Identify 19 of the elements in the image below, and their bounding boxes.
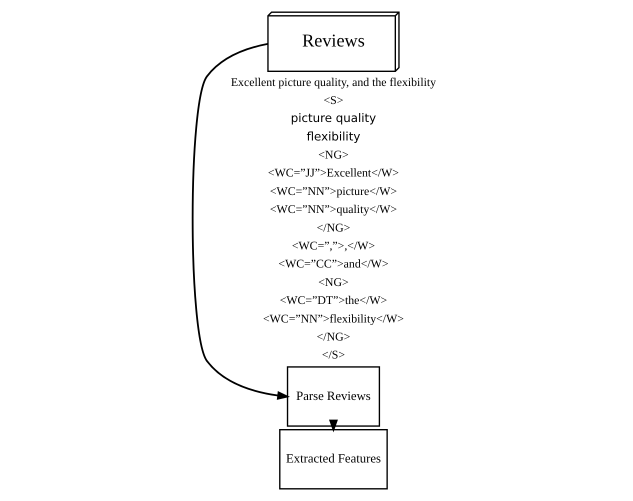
label: <WC=”NN”>flexibility</W> — [263, 311, 404, 326]
label: flexibility — [306, 129, 360, 144]
label: picture quality — [290, 111, 376, 126]
label: <S> — [324, 92, 344, 107]
label: <WC=”NN”>picture</W> — [270, 184, 398, 198]
arrow — [192, 43, 290, 400]
label: <WC=”,”>,</W> — [292, 238, 376, 252]
label: <NG> — [318, 274, 349, 289]
label: </NG> — [316, 220, 350, 234]
node-box: Extracted Features — [279, 429, 388, 490]
label: <WC=”NN”>quality</W> — [270, 202, 398, 216]
arrow — [329, 420, 338, 432]
label: <WC=”JJ”>Excellent</W> — [268, 166, 399, 180]
label: Excellent picture quality, and the flexibility — [230, 74, 436, 89]
label: <WC=”CC”>and</W> — [278, 256, 389, 271]
label: <WC=”DT”>the</W> — [280, 293, 388, 308]
label: </NG> — [316, 329, 350, 344]
label: <NG> — [318, 148, 349, 162]
label: </S> — [322, 348, 346, 362]
